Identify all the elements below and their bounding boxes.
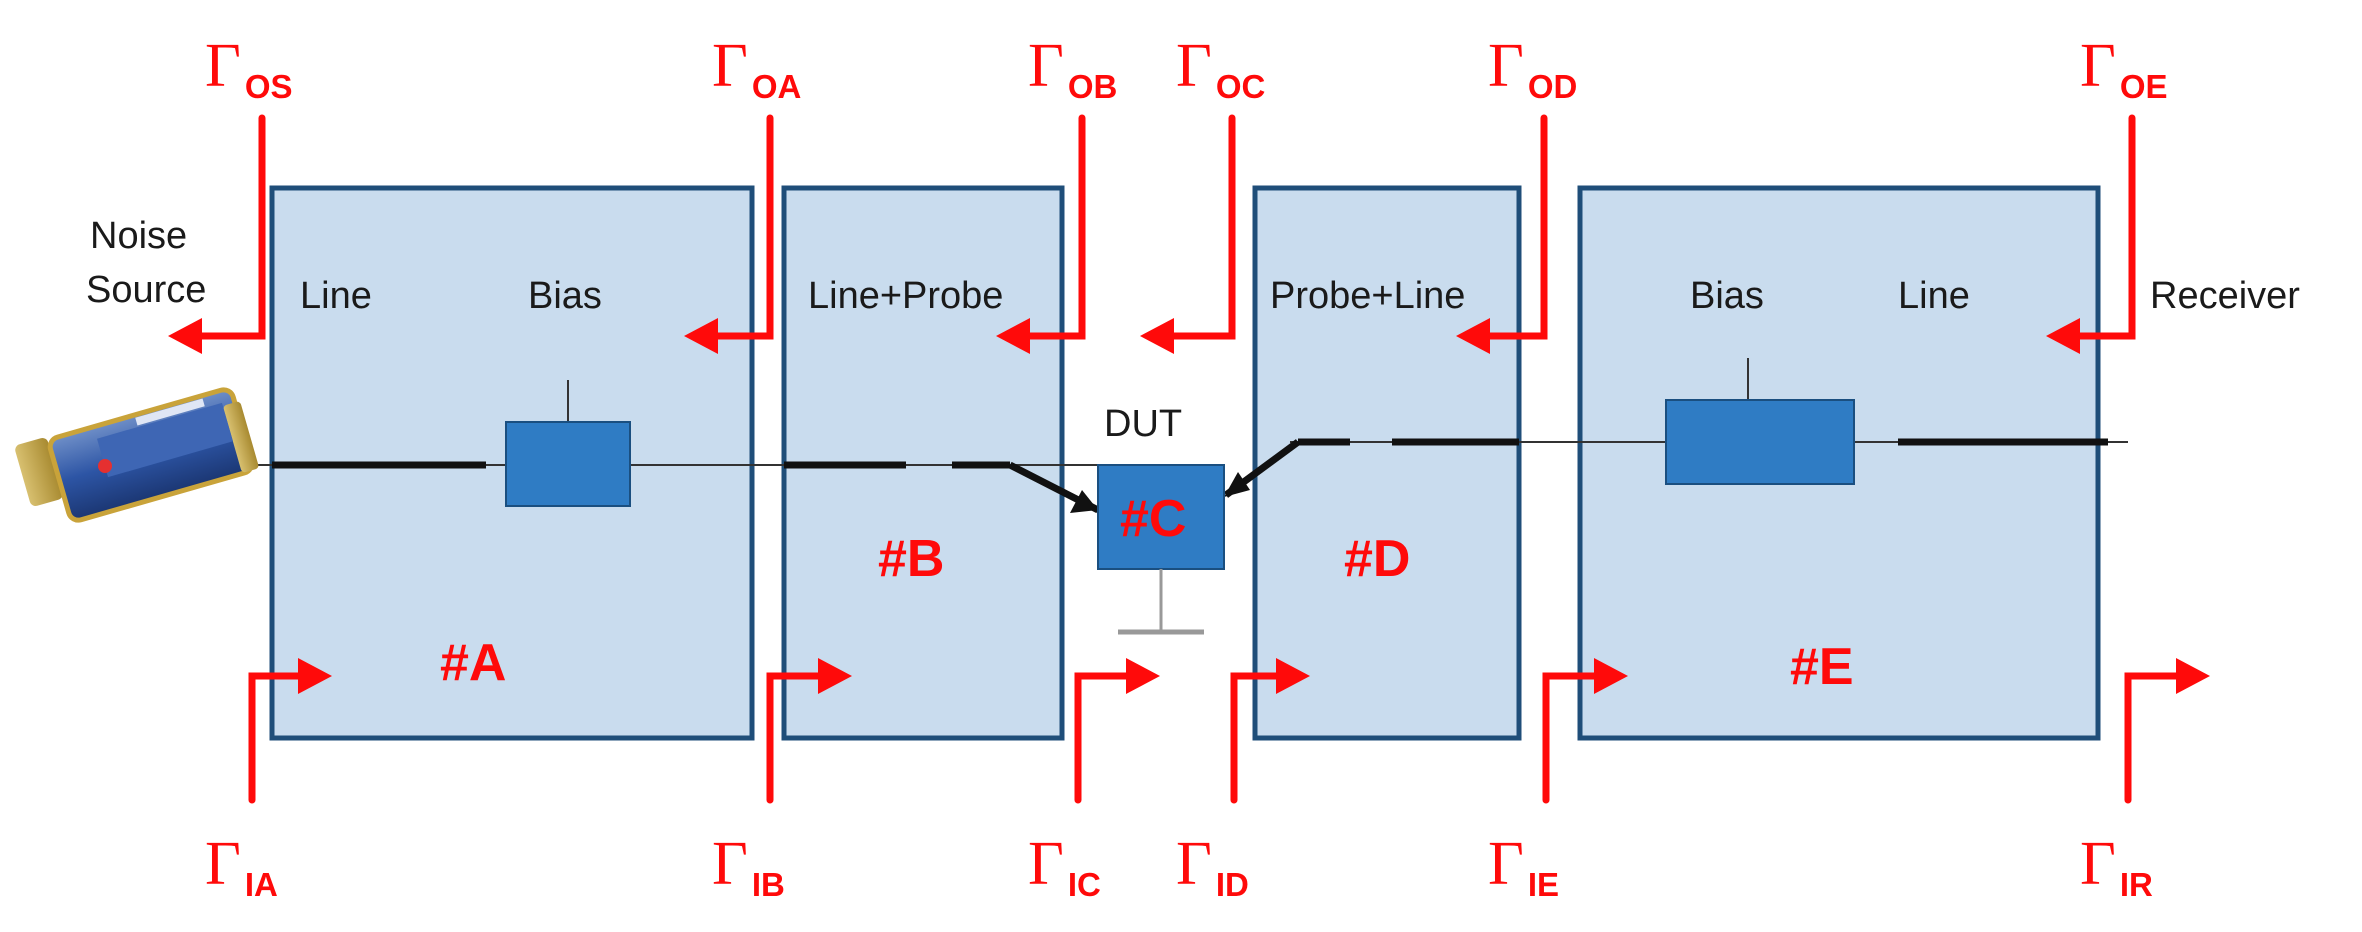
incident-arrow-ib <box>766 658 852 804</box>
block-e-bias-text: Bias <box>1690 275 1764 317</box>
block-a-label: #A <box>440 634 506 692</box>
block-d-label: #D <box>1344 530 1410 588</box>
block-b-text: Line+Probe <box>808 275 1003 317</box>
incident-arrow-ie <box>1542 658 1628 804</box>
dut-label: DUT <box>1104 403 1182 445</box>
reflection-arrow-os <box>168 114 266 354</box>
block-c-label: #C <box>1120 490 1186 548</box>
reflection-arrow-oa <box>684 114 774 354</box>
incident-arrow-ir <box>2124 658 2210 804</box>
incident-arrow-id <box>1230 658 1310 804</box>
dut-box <box>1097 464 1225 570</box>
noise-source-device <box>15 387 259 523</box>
reflection-arrow-oc <box>1140 114 1236 354</box>
block-d-text: Probe+Line <box>1270 275 1465 317</box>
block-e-label: #E <box>1790 638 1854 696</box>
reflection-arrow-od <box>1456 114 1548 354</box>
block-a-line-text: Line <box>300 275 372 317</box>
block-e-line-text: Line <box>1898 275 1970 317</box>
bias-tee-a <box>505 421 631 507</box>
block-a-bias-text: Bias <box>528 275 602 317</box>
noise-source-label-line1: Noise <box>90 215 187 257</box>
incident-arrow-ic <box>1074 658 1160 804</box>
signal-path <box>252 438 2128 514</box>
reflection-arrow-ob <box>996 114 1086 354</box>
block-d <box>1252 185 1522 741</box>
receiver-label: Receiver <box>2150 275 2300 317</box>
noise-source-label-line2: Source <box>86 269 206 311</box>
bias-tee-e <box>1665 399 1855 485</box>
incident-arrow-ia <box>248 658 332 804</box>
block-b-label: #B <box>878 530 944 588</box>
reflection-arrow-oe <box>2046 114 2136 354</box>
